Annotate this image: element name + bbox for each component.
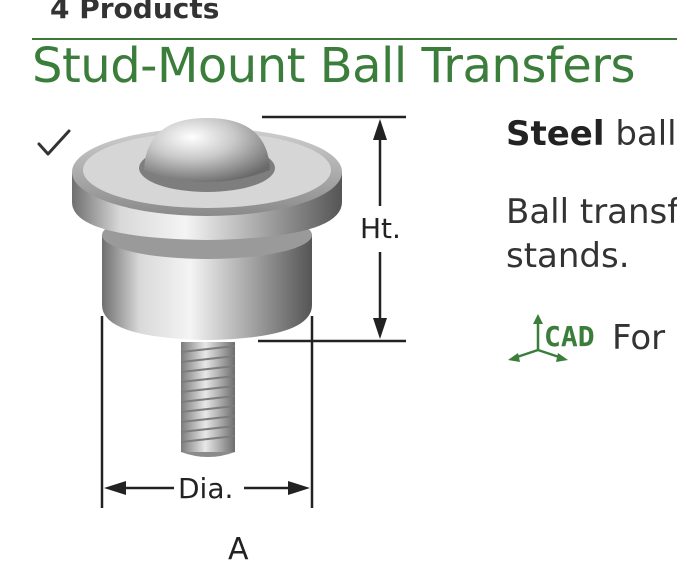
cad-icon[interactable]: CAD	[506, 312, 606, 368]
threaded-stud	[180, 342, 236, 457]
page-title: Stud-Mount Ball Transfers	[32, 38, 636, 94]
diameter-dimension	[100, 316, 314, 508]
ball	[144, 118, 270, 182]
cad-link-text[interactable]: For	[612, 318, 666, 358]
cad-label: CAD	[544, 320, 595, 353]
product-drawing[interactable]: Ht. Dia.	[60, 110, 420, 520]
checkmark-icon[interactable]	[36, 128, 72, 158]
variant-label: A	[228, 532, 249, 567]
height-label: Ht.	[360, 212, 401, 245]
product-count: 4 Products	[50, 0, 220, 25]
diameter-label: Dia.	[178, 472, 233, 505]
description-line-1: Ball transf	[506, 192, 677, 232]
spec-rest: balls	[615, 114, 677, 154]
spec-material: Steel	[506, 114, 605, 154]
spec-line: Steel balls	[506, 112, 677, 156]
title-rule	[32, 38, 677, 40]
height-dimension	[258, 115, 406, 343]
description-line-2: stands.	[506, 236, 630, 276]
cad-row[interactable]: CAD For	[506, 312, 677, 372]
